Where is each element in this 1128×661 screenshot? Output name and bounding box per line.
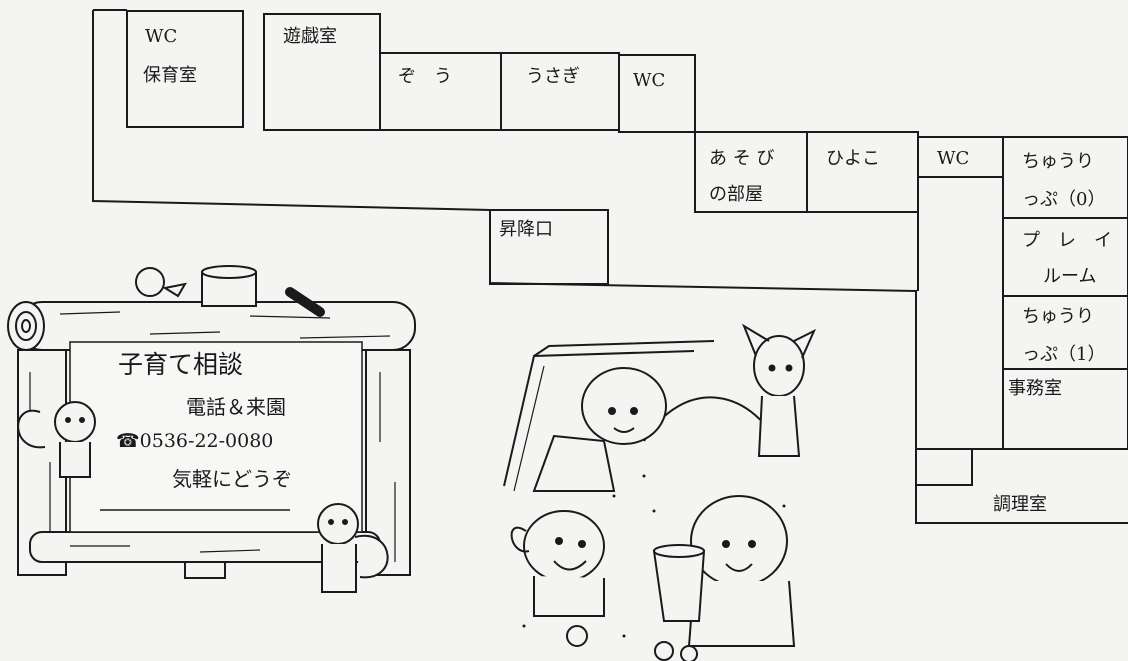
room-wc-mid	[618, 54, 696, 133]
label-yugishitsu: 遊戯室	[283, 26, 337, 47]
bucket	[652, 550, 706, 622]
sign-line2: 気軽にどうぞ	[172, 467, 292, 491]
label-tulip0-2: っぷ（0）	[1022, 189, 1106, 210]
bird-head	[135, 267, 165, 297]
label-wc-mid: WC	[633, 70, 666, 91]
signboard-illustration	[7, 265, 416, 593]
label-usagi: うさぎ	[526, 66, 580, 87]
label-tulip1-2: っぷ（1）	[1022, 344, 1106, 365]
sand-ball	[566, 625, 588, 647]
label-shokoguchi: 昇降口	[499, 219, 553, 240]
label-wc-top: WC	[145, 26, 178, 47]
child-right-head	[690, 495, 788, 587]
sign-line1: 電話＆来園	[186, 395, 286, 419]
squirrel-right-head	[317, 503, 359, 545]
label-tulip1-1: ちゅうり	[1022, 306, 1094, 327]
label-choorishitsu: 調理室	[993, 494, 1047, 515]
child-left-head	[581, 367, 667, 445]
sandbox-frame	[503, 340, 715, 487]
dog-head	[523, 510, 605, 582]
label-jimushitsu: 事務室	[1008, 378, 1062, 399]
label-asobi-1: あ そ び	[709, 148, 775, 169]
label-wc-right: WC	[937, 148, 970, 169]
room-hiyoko	[806, 131, 919, 213]
room-shokoguchi	[489, 209, 609, 285]
sign-title: 子育て相談	[118, 350, 244, 379]
sign-panel	[69, 341, 363, 533]
label-zou: ぞ う	[398, 66, 452, 87]
room-choorishitsu	[916, 448, 1128, 486]
label-tulip0-1: ちゅうり	[1022, 151, 1094, 172]
sandbox-illustration	[503, 323, 817, 661]
label-play-2: ルーム	[1043, 266, 1097, 287]
label-asobi-2: の部屋	[709, 184, 763, 205]
room-zou	[379, 52, 502, 131]
log-end-rings	[7, 301, 45, 351]
room-hoikushitsu	[126, 10, 244, 128]
fox-head	[753, 335, 805, 397]
label-hoikushitsu: 保育室	[143, 65, 197, 86]
label-play-1: プ レ イ	[1022, 230, 1112, 251]
sign-phone: ☎0536-22-0080	[116, 430, 274, 452]
label-hiyoko: ひよこ	[826, 148, 880, 169]
squirrel-left-head	[54, 401, 96, 443]
room-usagi	[500, 52, 620, 131]
